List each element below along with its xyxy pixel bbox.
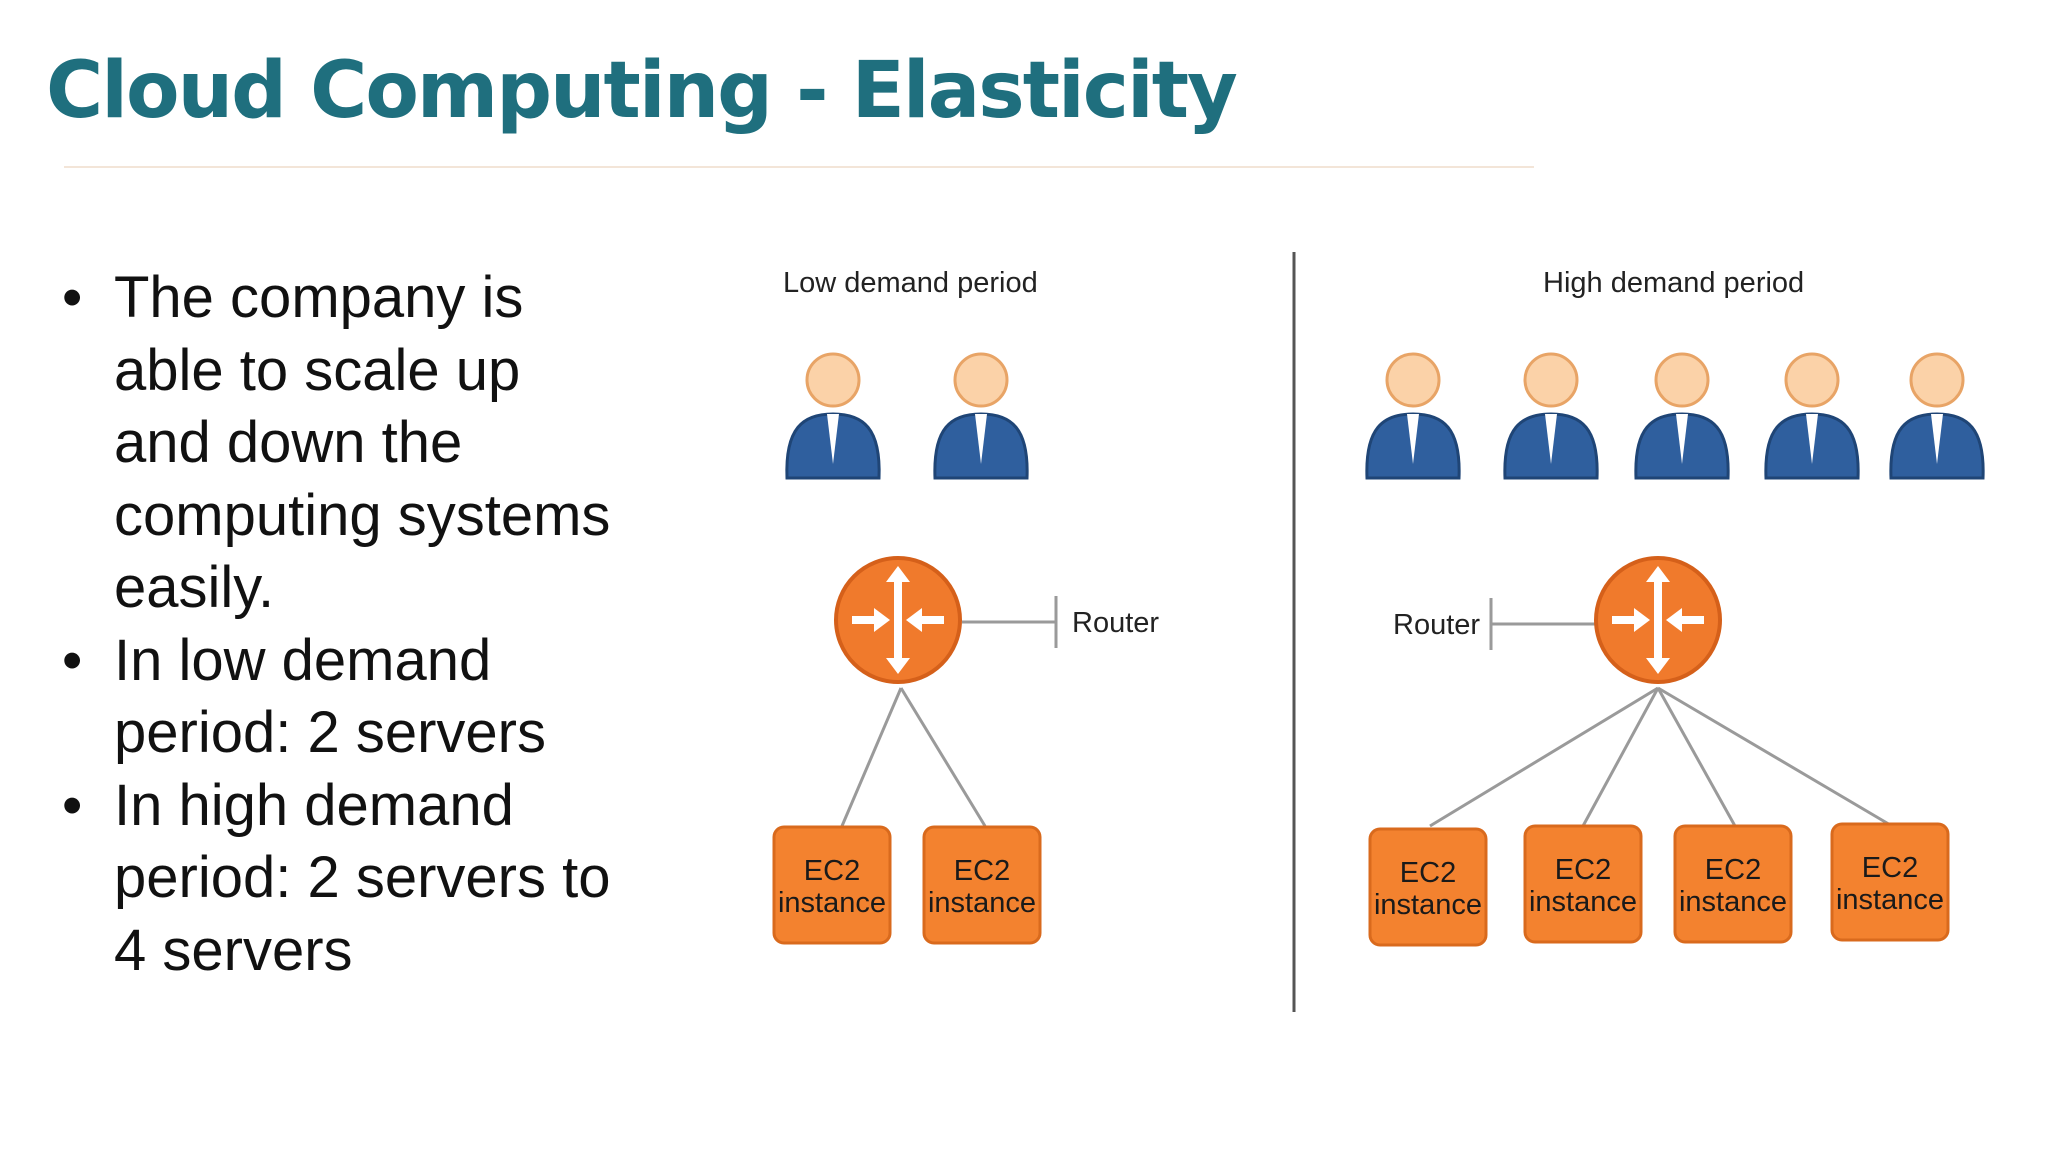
- router-label: Router: [1393, 609, 1480, 641]
- user-icon: [1365, 352, 1461, 480]
- low-demand-heading: Low demand period: [783, 267, 1038, 299]
- ec2-label: EC2: [1862, 852, 1918, 884]
- user-icon: [933, 352, 1029, 480]
- connection-line: [1429, 686, 1659, 828]
- router-icon: [1596, 558, 1720, 682]
- ec2-label: EC2: [1705, 854, 1761, 886]
- ec2-label: instance: [1374, 889, 1482, 921]
- bullet-item: • In low demand period: 2 servers: [62, 625, 702, 770]
- router-icon: [836, 558, 960, 682]
- bullet-icon: •: [62, 627, 83, 693]
- connection-line: [1656, 687, 1737, 827]
- bullet-line: In low demand: [114, 627, 492, 693]
- ec2-label: instance: [1679, 886, 1787, 918]
- user-icon: [1503, 352, 1599, 480]
- bullet-icon: •: [62, 772, 83, 838]
- user-icon: [785, 352, 881, 480]
- bullet-list: • The company is able to scale up and down …: [62, 262, 702, 987]
- bullet-line: period: 2 servers: [114, 700, 546, 765]
- connection-line: [840, 687, 903, 827]
- title-divider: [64, 166, 1534, 168]
- ec2-label: EC2: [1555, 854, 1611, 886]
- connection-line: [899, 687, 987, 827]
- bullet-line: and down the: [114, 410, 463, 475]
- ec2-label: instance: [928, 887, 1036, 919]
- bullet-icon: •: [62, 265, 83, 330]
- user-icon: [1764, 352, 1860, 480]
- user-icon: [1634, 352, 1730, 480]
- ec2-label: instance: [1836, 884, 1944, 916]
- ec2-label: instance: [1529, 886, 1637, 918]
- bullet-line: 4 servers: [114, 917, 353, 983]
- ec2-label: EC2: [954, 855, 1010, 887]
- bullet-line: easily.: [114, 555, 275, 620]
- bullet-line: The company is: [114, 265, 524, 330]
- bullet-item: • The company is able to scale up and down …: [62, 262, 702, 625]
- bullet-line: able to scale up: [114, 337, 521, 403]
- ec2-label: instance: [778, 887, 886, 919]
- connection-line: [1657, 686, 1893, 828]
- slide-title: Cloud Computing - Elasticity: [46, 46, 1238, 136]
- ec2-label: EC2: [804, 855, 860, 887]
- connection-line: [1581, 687, 1660, 827]
- high-demand-heading: High demand period: [1543, 267, 1804, 299]
- bullet-item: • In high demand period: 2 servers to 4 ser…: [62, 770, 702, 988]
- bullet-line: period: 2 servers to: [114, 845, 611, 910]
- router-label: Router: [1072, 607, 1159, 639]
- user-icon: [1889, 352, 1985, 480]
- bullet-line: In high demand: [114, 772, 514, 838]
- ec2-label: EC2: [1400, 857, 1456, 889]
- bullet-line: computing systems: [114, 482, 611, 548]
